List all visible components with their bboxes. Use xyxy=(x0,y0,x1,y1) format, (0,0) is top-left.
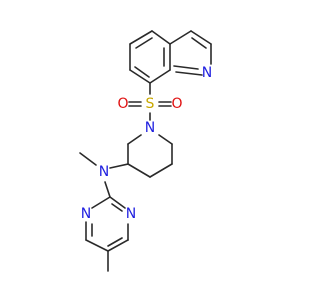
bond xyxy=(111,203,123,212)
bond xyxy=(127,163,151,178)
bond xyxy=(85,239,109,252)
bond xyxy=(127,134,142,145)
sulfur-label: S xyxy=(146,96,155,112)
piperidine-group xyxy=(127,134,173,178)
sulfonyl-group xyxy=(128,82,172,121)
bond xyxy=(169,30,192,45)
bond xyxy=(191,37,207,49)
bond xyxy=(129,30,153,45)
piperidine-nitrogen-label: N xyxy=(145,120,155,136)
structure-drawing: N S O O N N N N xyxy=(79,30,212,272)
amine-group xyxy=(79,152,129,198)
bond xyxy=(173,65,199,70)
bond xyxy=(107,239,129,252)
pyrimidine-nitrogen-top-label: N xyxy=(126,206,136,222)
quinoline-group xyxy=(129,30,212,84)
pyrimidine-group xyxy=(85,196,129,272)
bond xyxy=(135,37,153,49)
molecule-canvas: N S O O N N N N xyxy=(79,30,213,272)
bond xyxy=(104,181,111,198)
bond xyxy=(149,69,171,84)
quinoline-nitrogen-label: N xyxy=(202,65,212,81)
oxygen-left-label: O xyxy=(117,96,128,112)
bond xyxy=(134,66,150,78)
bond xyxy=(175,71,203,76)
bond xyxy=(190,30,212,45)
bond xyxy=(109,163,129,169)
bond xyxy=(91,196,111,209)
bond xyxy=(129,69,151,84)
pyrimidine-nitrogen-left-label: N xyxy=(81,206,91,222)
bond xyxy=(149,163,173,178)
bond xyxy=(158,134,173,145)
bond xyxy=(151,30,171,45)
bond xyxy=(109,196,126,209)
amine-nitrogen-label: N xyxy=(99,164,109,180)
bond xyxy=(79,152,97,166)
oxygen-right-label: O xyxy=(171,96,182,112)
atom-labels: N S O O N N N N xyxy=(81,65,212,222)
bond xyxy=(107,237,123,247)
